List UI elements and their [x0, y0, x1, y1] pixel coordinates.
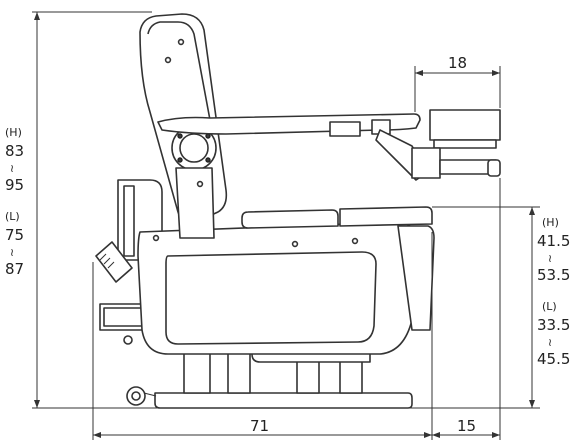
depth-label: 71	[250, 417, 269, 435]
svg-text:(L): (L)	[542, 300, 557, 313]
svg-text:≀: ≀	[10, 246, 14, 259]
svg-text:41.5: 41.5	[537, 232, 570, 250]
svg-text:≀: ≀	[10, 162, 14, 175]
svg-text:53.5: 53.5	[537, 266, 570, 284]
svg-text:83: 83	[5, 142, 24, 160]
svg-text:≀: ≀	[548, 336, 552, 349]
chair-illustration	[95, 13, 501, 409]
overall-height-label: (H) 83 ≀ 95 (L) 75 ≀ 87	[5, 126, 24, 278]
svg-text:(L): (L)	[5, 210, 20, 223]
svg-text:33.5: 33.5	[537, 316, 570, 334]
seat-height-label: (H) 41.5 ≀ 53.5 (L) 33.5 ≀ 45.5	[537, 216, 570, 368]
svg-text:(H): (H)	[542, 216, 559, 229]
tray-width-label: 18	[448, 54, 467, 72]
svg-text:95: 95	[5, 176, 24, 194]
svg-text:≀: ≀	[548, 252, 552, 265]
svg-text:45.5: 45.5	[537, 350, 570, 368]
svg-text:87: 87	[5, 260, 24, 278]
rear-offset-label: 15	[457, 417, 476, 435]
svg-text:(H): (H)	[5, 126, 22, 139]
svg-text:75: 75	[5, 226, 24, 244]
dimension-lines	[32, 11, 540, 440]
